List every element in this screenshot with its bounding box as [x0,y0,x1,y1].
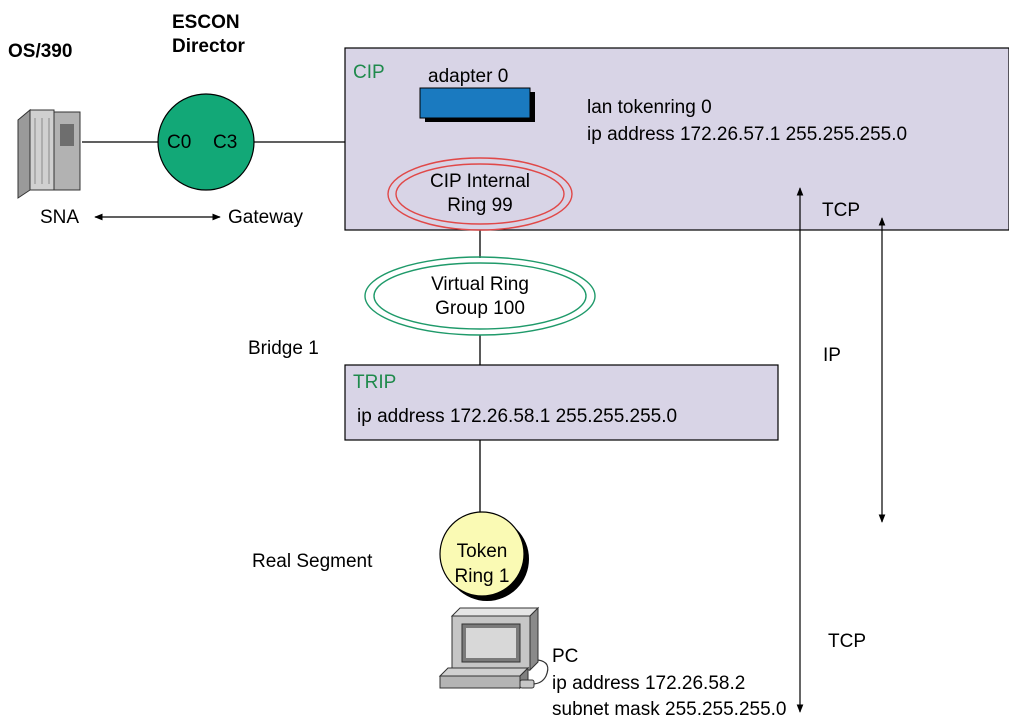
trip-box [344,364,779,441]
mainframe-label: OS/390 [8,41,73,62]
mainframe-icon [17,108,81,199]
trip-config-ip: ip address 172.26.58.1 255.255.255.0 [357,406,678,427]
token-ring-label-2: Ring 1 [454,566,510,587]
director-title-line1: ESCON [172,12,240,33]
pc-icon [438,606,549,690]
token-ring-label-1: Token [456,541,508,562]
cip-label: CIP [353,62,385,83]
cip-box [344,47,1009,231]
cip-internal-ring-label-2: Ring 99 [447,195,513,216]
trip-label: TRIP [353,372,397,393]
pc-label: PC [552,646,579,667]
director-port-left: C0 [167,132,192,153]
pc-ip: ip address 172.26.58.2 [552,673,746,694]
virtual-ring-inner [373,262,587,330]
cip-config-lan: lan tokenring 0 [587,97,712,118]
cip-config-ip: ip address 172.26.57.1 255.255.255.0 [587,124,908,145]
token-ring-circle [439,511,525,597]
director-port-right: C3 [213,132,238,153]
cip-internal-ring-outer [387,157,573,231]
virtual-ring-label-1: Virtual Ring [431,274,529,295]
cip-internal-ring-inner [395,163,565,225]
virtual-ring-label-2: Group 100 [435,298,525,319]
bridge-label: Bridge 1 [248,338,319,359]
adapter-label: adapter 0 [428,66,509,87]
gateway-label: Gateway [228,207,303,228]
segment-label: Real Segment [252,551,373,572]
director-title-line2: Director [172,36,245,57]
pc-mask: subnet mask 255.255.255.0 [552,699,787,720]
tcp-top-label: TCP [822,200,860,221]
adapter-block [419,87,531,119]
sna-label: SNA [40,207,80,228]
ip-label: IP [823,345,841,366]
escon-director-circle [157,93,255,191]
virtual-ring-outer [364,256,596,336]
cip-internal-ring-label-1: CIP Internal [430,171,530,192]
tcp-bottom-label: TCP [828,631,866,652]
